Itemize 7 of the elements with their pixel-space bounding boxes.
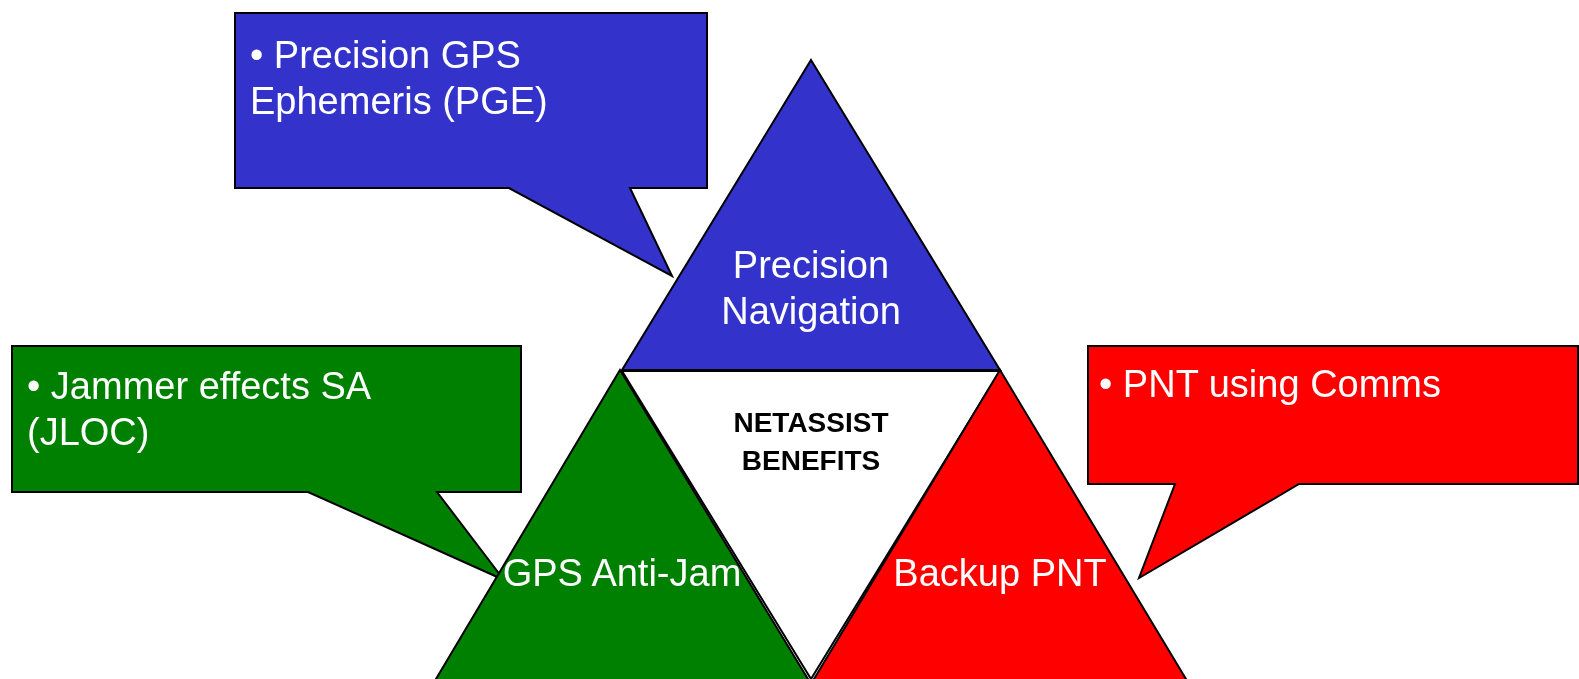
triangle-label: Backup PNT bbox=[892, 551, 1108, 596]
triangle-label: GPS Anti-Jam bbox=[501, 551, 743, 596]
bullet-text: • PNT using Comms bbox=[1099, 362, 1443, 407]
center-title: NETASSIST BENEFITS bbox=[732, 406, 890, 478]
triangle-label: Precision Navigation bbox=[720, 243, 902, 334]
bullet-text: • Precision GPS Ephemeris (PGE) bbox=[250, 33, 549, 124]
bullet-text: • Jammer effects SA (JLOC) bbox=[27, 364, 371, 455]
